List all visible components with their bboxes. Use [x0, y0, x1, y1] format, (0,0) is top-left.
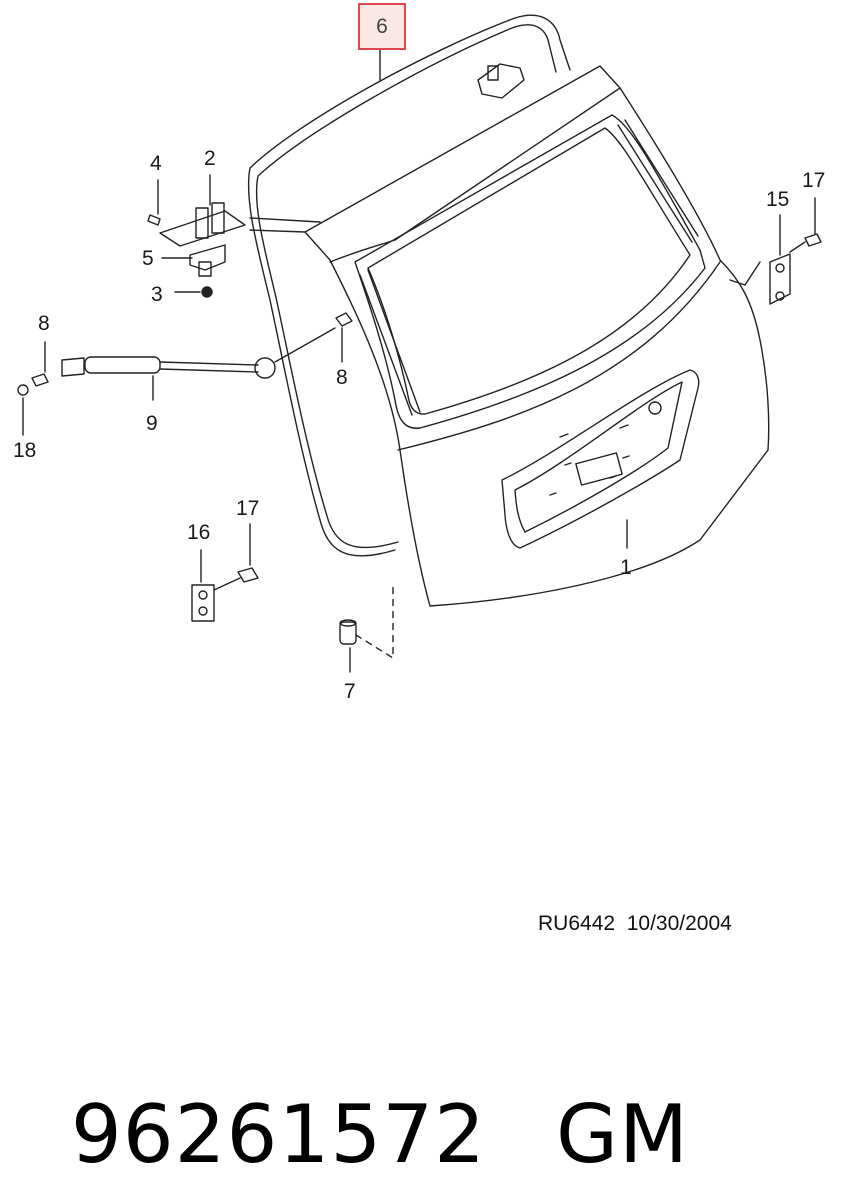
callout-1: 1	[620, 556, 632, 579]
callout-8-right: 8	[336, 366, 348, 389]
part-number: 96261572	[70, 1088, 487, 1181]
hinge-assembly	[147, 174, 321, 298]
nut-18	[17, 384, 29, 436]
gas-strut	[61, 327, 336, 401]
callout-5: 5	[142, 247, 154, 270]
weatherstrip-seal	[247, 14, 571, 557]
callout-7: 7	[344, 680, 356, 703]
callout-17-left: 17	[236, 497, 260, 520]
callout-4: 4	[150, 152, 162, 175]
callout-6: 6	[358, 3, 406, 50]
tailgate-parts-diagram	[17, 14, 822, 673]
callout-15: 15	[766, 188, 790, 211]
striker-left	[191, 523, 259, 622]
callout-18: 18	[13, 439, 37, 462]
ball-stud-right	[335, 312, 353, 363]
upper-hinge	[477, 63, 525, 99]
callout-2: 2	[204, 147, 216, 170]
callout-3: 3	[151, 283, 163, 306]
bumper-stop	[339, 584, 394, 673]
brand-name: GM	[556, 1088, 690, 1181]
part-number-footer: 96261572 GM	[18, 995, 689, 1181]
callout-8-left: 8	[38, 312, 50, 335]
callout-17-right: 17	[802, 169, 826, 192]
callout-9: 9	[146, 412, 158, 435]
tailgate-panel	[304, 65, 770, 607]
diagram-reference: RU6442 10/30/2004	[538, 912, 732, 935]
ball-stud-left	[31, 341, 49, 387]
callout-16: 16	[187, 521, 211, 544]
striker-right	[769, 197, 822, 305]
